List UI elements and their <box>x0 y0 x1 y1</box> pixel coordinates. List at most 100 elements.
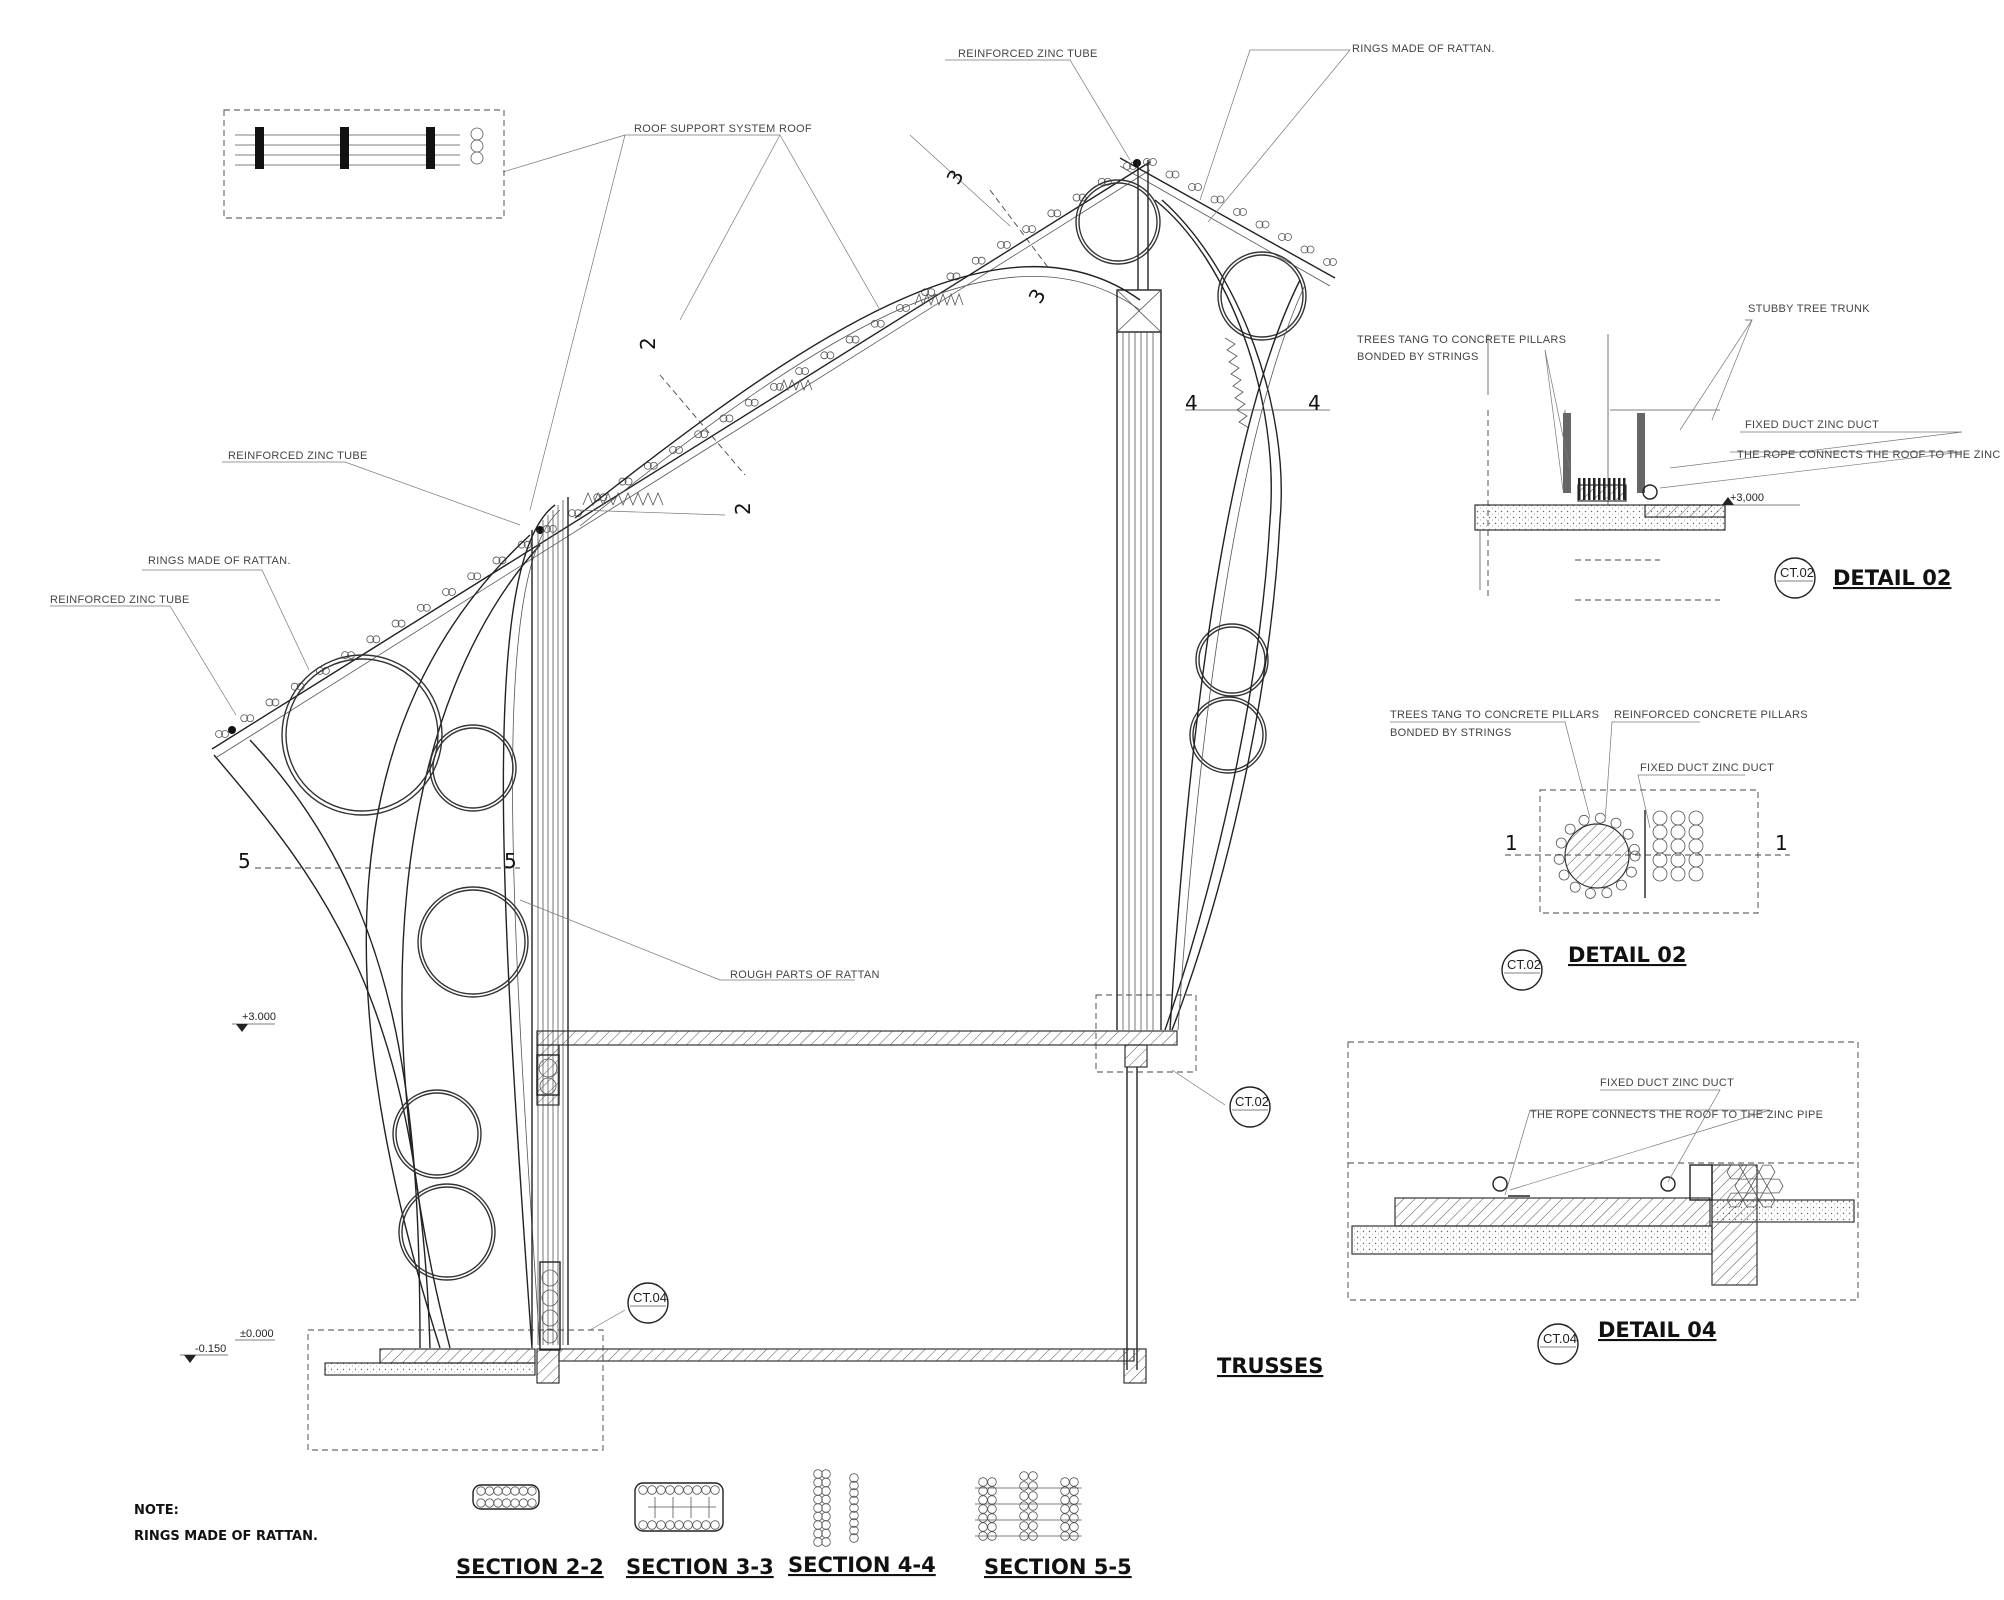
rattan-loop <box>416 603 425 612</box>
rattan-loop <box>1329 258 1337 266</box>
rattan-loop <box>1028 225 1037 234</box>
rattan-loop <box>422 603 431 612</box>
detail-a-label-bonded: BONDED BY STRINGS <box>1357 351 1479 363</box>
detail-b: 1 1 TREES TANG TO CONCRETE PILLARS BONDE… <box>1390 709 1808 991</box>
rattan-loop <box>977 256 986 265</box>
detail-a-title: DETAIL 02 <box>1833 566 1951 590</box>
rattan-loop <box>649 461 658 470</box>
ref-ct02-main: CT.02 <box>1229 1086 1271 1128</box>
main-title: TRUSSES <box>1217 1354 1323 1378</box>
detail-c-label-rope: THE ROPE CONNECTS THE ROOF TO THE ZINC P… <box>1530 1109 1823 1121</box>
section-mark-4a: 4 <box>1185 391 1198 415</box>
rattan-loop <box>1171 170 1180 179</box>
callout-rough-rattan: ROUGH PARTS OF RATTAN <box>730 969 880 981</box>
rattan-loop <box>467 572 476 581</box>
detail-b-label-bonded: BONDED BY STRINGS <box>1390 727 1512 739</box>
rattan-loop <box>725 414 734 423</box>
upper-slab <box>536 1030 1178 1046</box>
rattan-loop <box>1278 233 1286 241</box>
rattan-loop <box>921 288 930 297</box>
rattan-loop <box>517 540 526 549</box>
detail-a-label-stubby: STUBBY TREE TRUNK <box>1748 303 1870 315</box>
rattan-loop <box>876 319 885 328</box>
section-mark-2a: 2 <box>636 337 660 350</box>
rattan-loop <box>971 256 980 265</box>
rattan-loop <box>1149 158 1157 166</box>
detail-a-level: +3,000 <box>1730 492 1764 504</box>
right-tower <box>1116 160 1162 1030</box>
svg-text:CT.02: CT.02 <box>1780 565 1814 580</box>
rattan-loop <box>750 398 759 407</box>
rattan-loop <box>851 335 860 344</box>
rattan-ring <box>398 1183 496 1281</box>
svg-text:CT.02: CT.02 <box>1235 1094 1269 1109</box>
level-zero: ±0.000 <box>240 1328 274 1340</box>
svg-text:CT.04: CT.04 <box>1543 1331 1577 1346</box>
rattan-loop <box>1143 158 1151 166</box>
rattan-loop <box>870 319 879 328</box>
rattan-loop <box>1300 245 1309 254</box>
rattan-loop <box>1233 208 1241 216</box>
rattan-loop <box>675 446 683 454</box>
roof-rattan-bundles <box>215 158 1337 738</box>
main-truss <box>211 157 1337 1451</box>
section-label-3-3: SECTION 3-3 <box>626 1555 774 1579</box>
spring-mid <box>779 378 813 392</box>
ground-slab <box>379 1348 536 1364</box>
detail-c-title: DETAIL 04 <box>1598 1318 1716 1342</box>
detail-a: +3,000 TREES TANG TO CONCRETE PILLARS BO… <box>1357 303 2004 601</box>
rattan-loop <box>448 588 456 596</box>
rattan-loop <box>1002 240 1011 249</box>
rattan-loop <box>1188 183 1196 191</box>
rattan-loop <box>215 730 223 738</box>
level-plus-3000: +3.000 <box>242 1011 276 1023</box>
rattan-loop <box>996 240 1005 249</box>
rattan-loop <box>927 288 936 297</box>
note-text: RINGS MADE OF RATTAN. <box>134 1529 318 1544</box>
rattan-loop <box>643 461 652 470</box>
rattan-ring <box>281 654 443 816</box>
rattan-loop <box>492 556 501 565</box>
rattan-loop <box>1123 162 1131 170</box>
rattan-loop <box>826 351 835 360</box>
rattan-loop <box>246 714 255 723</box>
section-mark-5a: 5 <box>238 849 251 873</box>
detail-c: FIXED DUCT ZINC DUCT THE ROPE CONNECTS T… <box>1347 1041 1859 1365</box>
callout-roof-support: ROOF SUPPORT SYSTEM ROOF <box>634 123 812 135</box>
rattan-loop <box>240 714 249 723</box>
rattan-loop <box>700 430 709 439</box>
rattan-ring <box>1195 623 1269 697</box>
detail-b-label-pillars: REINFORCED CONCRETE PILLARS <box>1614 709 1808 721</box>
rattan-ring <box>392 1089 482 1179</box>
ref-ct04-main: CT.04 <box>627 1282 669 1324</box>
detail-b-mark-1b: 1 <box>1775 831 1788 855</box>
detail-b-ref: CT.02 <box>1501 949 1543 991</box>
section-label-5-5: SECTION 5-5 <box>984 1555 1132 1579</box>
rattan-loop <box>952 272 961 281</box>
section-mark-2b: 2 <box>731 502 755 515</box>
rattan-loop <box>775 382 784 391</box>
detail-b-label-trees: TREES TANG TO CONCRETE PILLARS <box>1390 709 1599 721</box>
detail-a-label-trees: TREES TANG TO CONCRETE PILLARS <box>1357 334 1566 346</box>
rattan-loop <box>1165 170 1174 179</box>
rattan-ring <box>1075 179 1161 265</box>
rattan-loop <box>1047 209 1056 218</box>
rattan-loop <box>744 398 753 407</box>
section-3-3-symbol <box>634 1482 724 1532</box>
rattan-loop <box>1216 195 1225 204</box>
spring-left <box>582 491 664 507</box>
level-minus-0150: -0.150 <box>195 1343 226 1355</box>
rattan-loop <box>442 588 450 596</box>
rattan-loop <box>624 477 633 486</box>
rattan-loop <box>845 335 854 344</box>
section-label-4-4: SECTION 4-4 <box>788 1553 936 1577</box>
note-heading: NOTE: <box>134 1503 179 1518</box>
rattan-loop <box>1261 220 1270 229</box>
detail-box-ct02 <box>1095 994 1197 1073</box>
section-4-4-symbol <box>813 1469 859 1547</box>
level-markers: +3.000 ±0.000 -0.150 <box>180 1011 276 1363</box>
rattan-loop <box>769 382 778 391</box>
callout-leaders <box>50 49 1351 1331</box>
detail-b-mark-1a: 1 <box>1505 831 1518 855</box>
section-2-2-symbol <box>472 1484 540 1510</box>
